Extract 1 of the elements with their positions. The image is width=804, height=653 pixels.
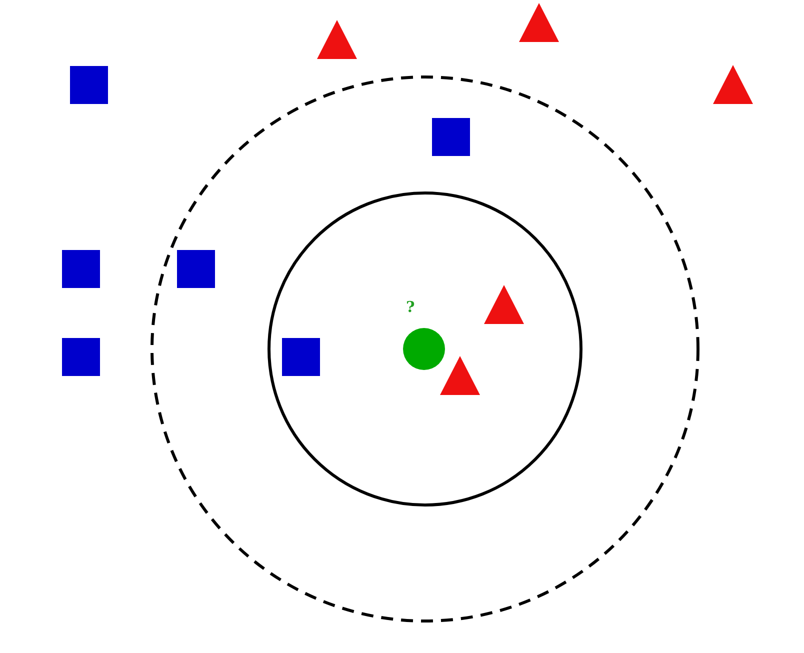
question-mark: ? <box>406 299 415 315</box>
